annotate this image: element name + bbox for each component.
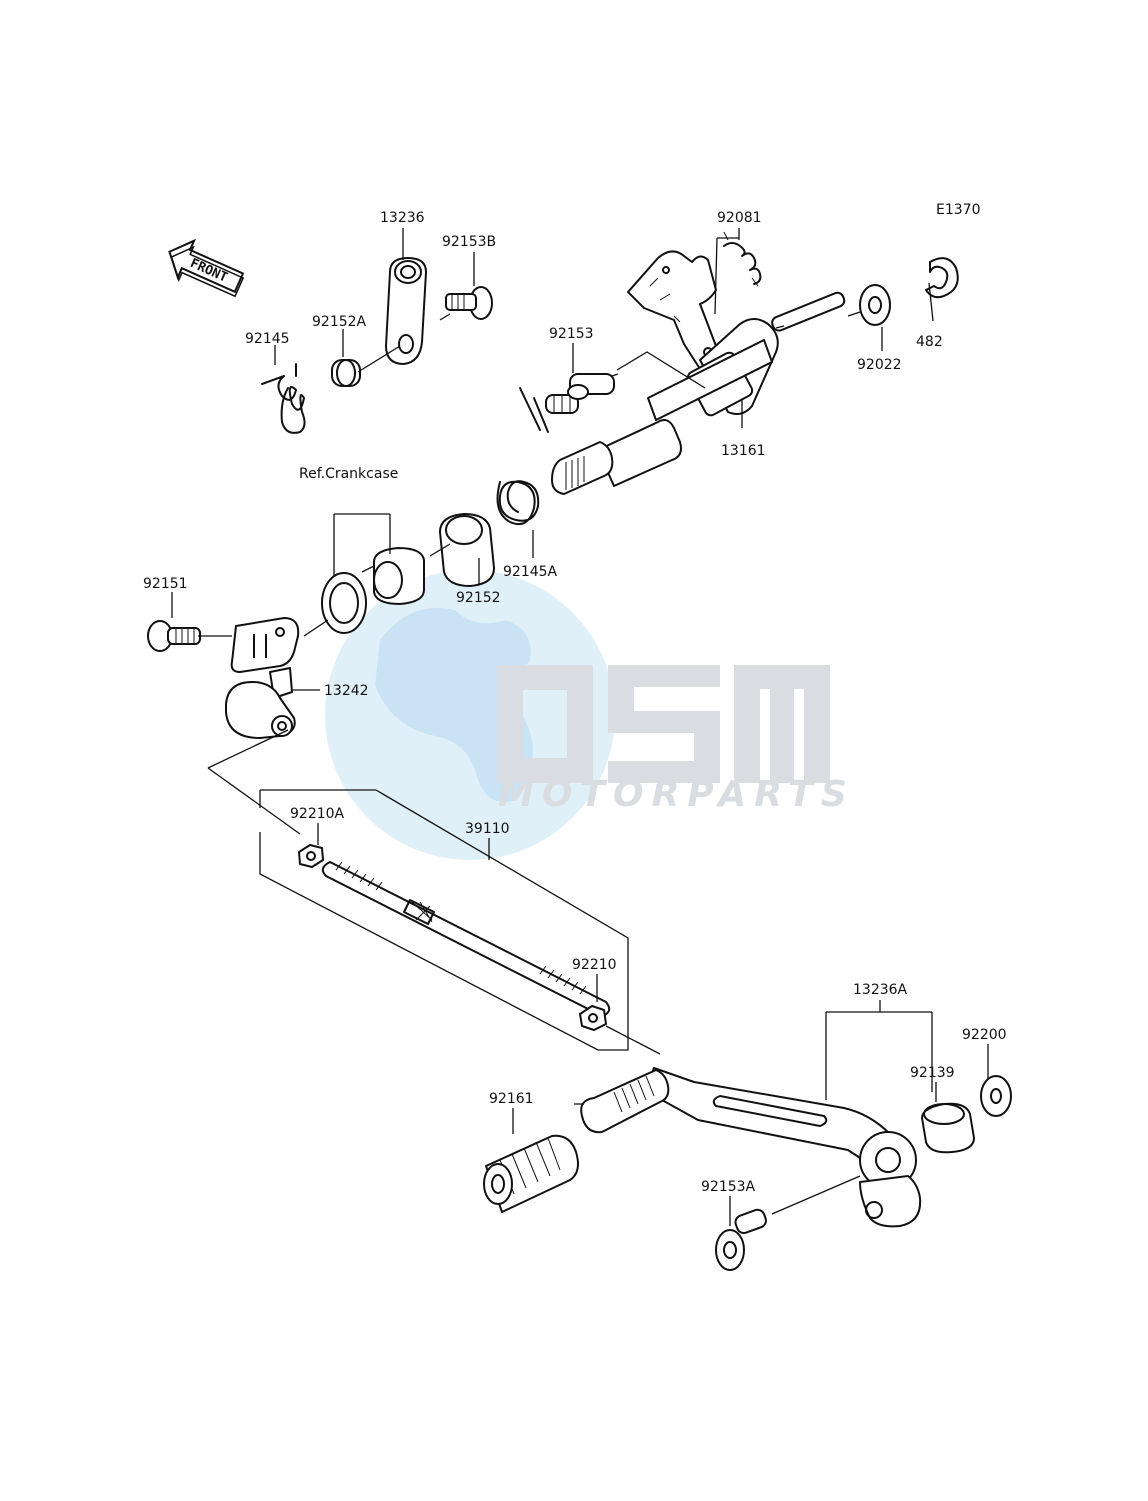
part-needle-bearing xyxy=(373,547,425,605)
label-ref-crankcase: Ref.Crankcase xyxy=(299,466,398,482)
watermark: MOTORPARTS xyxy=(325,570,855,860)
label-92152A[interactable]: 92152A xyxy=(312,314,367,330)
part-92161-rubber xyxy=(483,1134,579,1213)
part-92153A-bolt xyxy=(715,1208,767,1271)
label-92145A[interactable]: 92145A xyxy=(503,564,558,580)
label-92152[interactable]: 92152 xyxy=(456,590,501,606)
label-92153[interactable]: 92153 xyxy=(549,326,594,342)
part-39110-tie-rod xyxy=(321,861,611,1017)
watermark-continents xyxy=(375,608,533,802)
label-13242[interactable]: 13242 xyxy=(324,683,369,699)
part-92210A-nut xyxy=(298,844,324,868)
part-92081-spring xyxy=(723,231,762,287)
part-92210-nut xyxy=(579,1005,607,1031)
label-92139[interactable]: 92139 xyxy=(910,1065,955,1081)
part-13161-shift-shaft xyxy=(551,250,846,495)
label-92022[interactable]: 92022 xyxy=(857,357,902,373)
part-pedal-pin xyxy=(580,1069,670,1134)
part-482-circlip xyxy=(925,257,959,299)
watermark-logo xyxy=(497,665,830,783)
part-92145-spring xyxy=(261,363,306,434)
label-92081[interactable]: 92081 xyxy=(717,210,762,226)
front-arrow-icon: FRONT xyxy=(168,238,245,298)
label-92153B[interactable]: 92153B xyxy=(442,234,496,250)
label-92145[interactable]: 92145 xyxy=(245,331,290,347)
part-92145A-spring xyxy=(496,387,549,526)
part-92153B-bolt xyxy=(445,286,493,320)
label-92151[interactable]: 92151 xyxy=(143,576,188,592)
label-482[interactable]: 482 xyxy=(916,334,943,350)
part-92151-bolt xyxy=(147,620,201,652)
part-92152-collar xyxy=(439,513,495,587)
part-13236A-pedal xyxy=(647,1067,922,1228)
label-92153A[interactable]: 92153A xyxy=(701,1179,756,1195)
label-13161[interactable]: 13161 xyxy=(721,443,766,459)
part-13236-arm xyxy=(385,257,427,365)
part-13242-lever xyxy=(225,617,300,739)
label-92210A[interactable]: 92210A xyxy=(290,806,345,822)
part-oil-seal xyxy=(321,572,367,634)
part-92022-washer xyxy=(859,284,891,326)
part-92200-washer xyxy=(980,1075,1012,1117)
label-92210[interactable]: 92210 xyxy=(572,957,617,973)
part-92139-collar xyxy=(921,1102,975,1154)
part-labels: 13236 92153B 92081 92145 92152A 92153 92… xyxy=(143,210,1007,1195)
diagram-code: E1370 xyxy=(936,202,980,218)
label-13236A[interactable]: 13236A xyxy=(853,982,908,998)
label-39110[interactable]: 39110 xyxy=(465,821,510,837)
label-92200[interactable]: 92200 xyxy=(962,1027,1007,1043)
label-13236[interactable]: 13236 xyxy=(380,210,425,226)
part-92152A-collar xyxy=(331,359,361,387)
label-92161[interactable]: 92161 xyxy=(489,1091,534,1107)
watermark-subtitle: MOTORPARTS xyxy=(498,774,855,815)
part-92153-bolt xyxy=(545,373,615,414)
leader-lines xyxy=(171,228,989,1226)
